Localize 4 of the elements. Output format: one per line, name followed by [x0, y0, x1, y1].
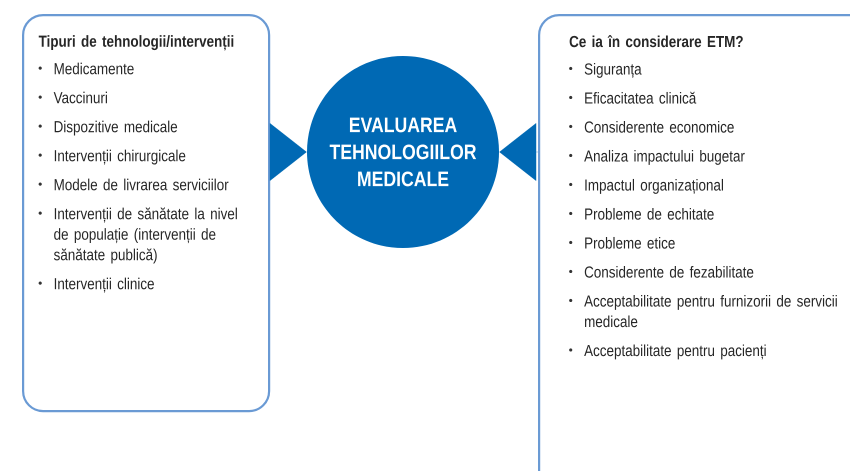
arrow: [270, 123, 307, 181]
list-panel: Ce ia în considerare ETM? Siguranța Eficacitatea clinică Considerente economice Analiza impactului bugetar Impactul organizațional Probleme de echitate Probleme etice Considerente de fezabilitate Acceptabilitate pentru furnizorii de servicii medicale Acceptabilitate pentru pacienți: [538, 14, 850, 471]
arrow: [499, 123, 538, 181]
list-panel: Tipuri de tehnologii/intervenții Medicamente Vaccinuri Dispozitive medicale Intervenții chirurgicale Modele de livrarea serviciilor Intervenții de sănătate la nivel de populație (intervenții de sănătate publică) Intervenții clinice: [22, 14, 270, 412]
